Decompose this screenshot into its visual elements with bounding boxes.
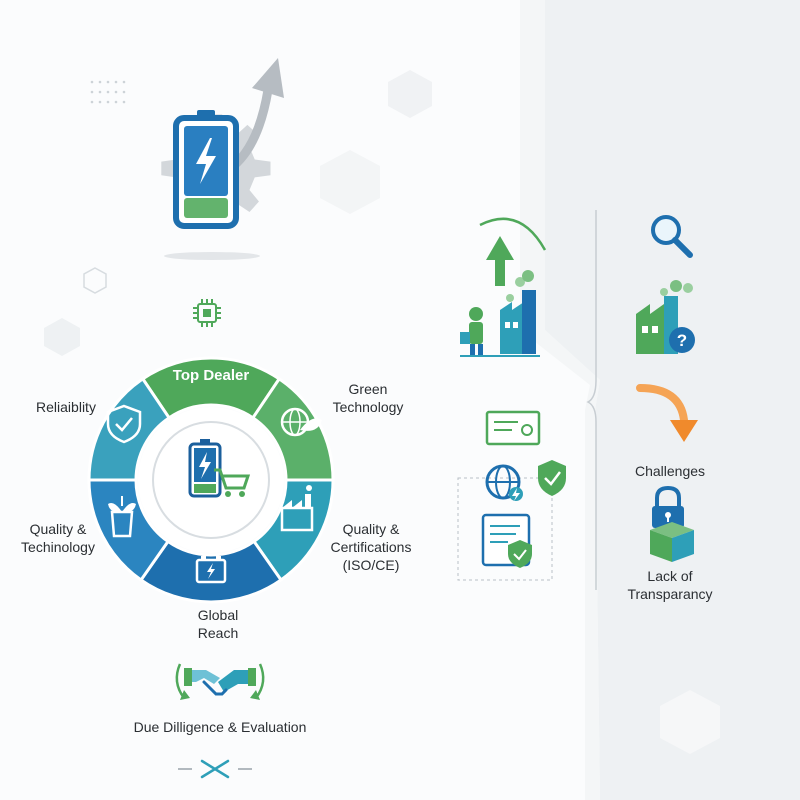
label-line: Reliaiblity	[36, 399, 96, 415]
svg-text:?: ?	[677, 331, 687, 350]
label-quality-techinology: Quality & Techinology	[10, 520, 106, 556]
worker-factory-growth-icon	[460, 217, 547, 357]
wheel-center-ring	[152, 421, 270, 539]
wheel-segment-icons	[106, 404, 322, 584]
certificate-icon	[485, 410, 541, 446]
lock-box-icon	[650, 485, 694, 562]
label-line: Technology	[332, 399, 404, 415]
label-green-technology: Green Technology	[318, 380, 418, 416]
label-line: Green	[348, 381, 388, 397]
factory-icon	[280, 485, 314, 532]
chip-icon	[193, 299, 221, 327]
label-reliaiblity: Reliaiblity	[18, 398, 114, 416]
label-line: Global	[197, 607, 239, 623]
label-line: Quality &	[342, 521, 400, 537]
top-dealer-label: Top Dealer	[173, 367, 250, 384]
label-line: Quality &	[29, 521, 87, 537]
battery-cart-icon	[188, 439, 251, 498]
label-line: Transparancy	[627, 586, 713, 602]
label-line: Reach	[197, 625, 239, 641]
label-line: Techinology	[21, 539, 95, 555]
document-shield-icon	[481, 513, 532, 568]
label-line: Lack of	[647, 568, 693, 584]
label-line: (ISO/CE)	[342, 557, 400, 573]
globe-shield-icon	[485, 460, 566, 501]
due-diligence-label: Due Dilligence & Evaluation	[133, 719, 307, 735]
globe-leaf-icon	[280, 407, 322, 437]
label-quality-certifications: Quality & Certifications (ISO/CE)	[318, 520, 424, 574]
shield-check-icon	[106, 404, 142, 444]
battery-gear-arrow-icon	[161, 58, 284, 260]
factory-question-icon: ?	[636, 280, 695, 354]
cross-decor-icon	[178, 759, 252, 779]
magnifier-icon	[651, 215, 693, 258]
battery-icon	[195, 556, 227, 584]
plant-box-icon	[108, 496, 136, 538]
label-line: Certifications	[330, 539, 412, 555]
lack-of-transparancy-label: Lack of Transparancy	[608, 567, 732, 603]
curved-arrow-icon	[636, 384, 698, 442]
challenges-label: Challenges	[634, 463, 706, 479]
wheel-segment-reliaiblity	[87, 376, 172, 482]
handshake-icon	[175, 663, 265, 700]
label-global-reach: Global Reach	[170, 606, 266, 642]
